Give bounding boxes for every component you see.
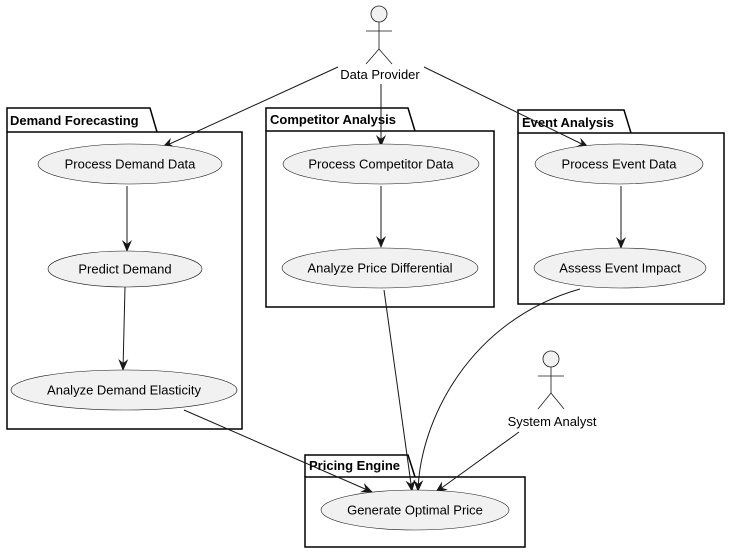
use-case-assess-event-impact[interactable]: Assess Event Impact (533, 247, 707, 289)
stick-figure-icon (365, 5, 393, 65)
stick-figure-icon (537, 350, 565, 410)
actor-label: Data Provider (340, 67, 420, 82)
use-case-label: Analyze Price Differential (308, 261, 453, 276)
package-tab (517, 109, 632, 134)
use-case-ellipse[interactable] (37, 143, 223, 185)
use-case-label: Process Demand Data (65, 157, 197, 172)
use-case-predict-demand[interactable]: Predict Demand (47, 250, 203, 288)
use-case-ellipse[interactable] (47, 250, 203, 288)
use-case-ellipse[interactable] (282, 143, 480, 185)
use-case-generate-optimal-price[interactable]: Generate Optimal Price (320, 489, 510, 531)
actor-system-analyst[interactable]: System Analyst (508, 350, 597, 429)
actor-label: System Analyst (508, 414, 597, 429)
edge-analyst-to-optimal-price (435, 431, 520, 493)
actor-data-provider[interactable]: Data Provider (340, 5, 420, 82)
use-case-label: Process Event Data (562, 157, 678, 172)
edge-provider-to-process-demand (162, 66, 339, 148)
package-title: Competitor Analysis (270, 112, 396, 127)
use-case-ellipse[interactable] (10, 369, 238, 411)
use-case-ellipse[interactable] (533, 247, 707, 289)
edge-differential-to-optimal-price (383, 289, 416, 492)
use-case-ellipse[interactable] (281, 247, 479, 289)
edges (118, 66, 626, 493)
use-case-ellipse[interactable] (320, 489, 510, 531)
use-case-process-event-data[interactable]: Process Event Data (534, 143, 704, 185)
use-case-process-demand-data[interactable]: Process Demand Data (37, 143, 223, 185)
use-case-analyze-demand-elasticity[interactable]: Analyze Demand Elasticity (10, 369, 238, 411)
package-tab (6, 107, 158, 133)
use-case-label: Analyze Demand Elasticity (47, 383, 201, 398)
edge-predict-to-elasticity (118, 286, 129, 371)
package-title: Event Analysis (522, 115, 614, 130)
use-case-label: Generate Optimal Price (347, 503, 483, 518)
use-case-process-competitor-data[interactable]: Process Competitor Data (282, 143, 480, 185)
edge-impact-to-optimal-price (413, 288, 581, 492)
package-title: Demand Forecasting (10, 113, 139, 128)
package-title: Pricing Engine (309, 458, 400, 473)
package-tab (304, 454, 416, 478)
use-case-analyze-price-differential[interactable]: Analyze Price Differential (281, 247, 479, 289)
use-case-ellipse[interactable] (534, 143, 704, 185)
use-case-label: Assess Event Impact (559, 261, 681, 276)
use-case-label: Predict Demand (78, 262, 171, 277)
use-case-label: Process Competitor Data (308, 157, 454, 172)
edge-provider-to-process-event (423, 66, 589, 148)
package-tab (265, 107, 416, 132)
edge-elasticity-to-optimal-price (183, 409, 373, 493)
